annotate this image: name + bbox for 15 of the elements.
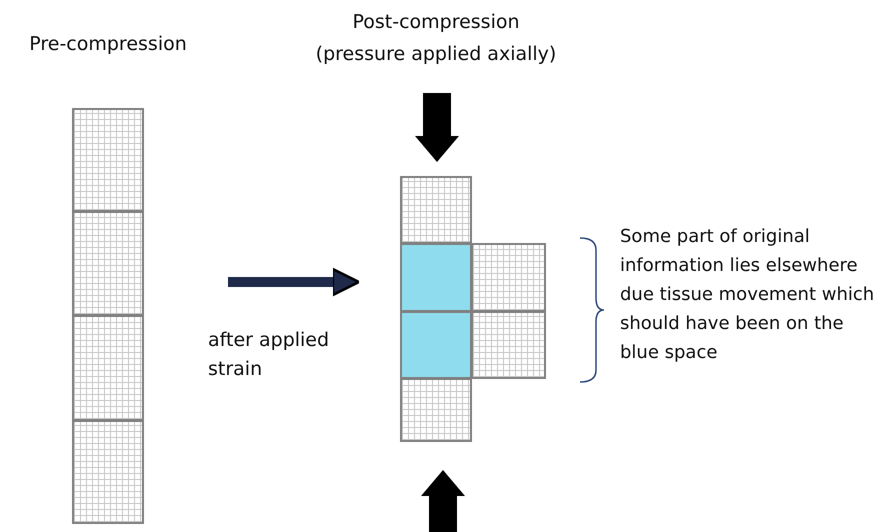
- grid-cell: [400, 311, 472, 379]
- edge-label: after applied strain: [208, 328, 330, 382]
- grid-cell: [400, 243, 472, 312]
- grid-cell: [72, 315, 144, 421]
- grid-cell: [400, 176, 472, 244]
- column-heading: Pre-compression: [28, 32, 188, 57]
- grid-cell: [72, 211, 144, 316]
- grid-cell: [72, 108, 144, 212]
- note-text: Some part of original information lies elsewhere due tissue movement which should have been on the blue space: [620, 225, 876, 365]
- grid-cell: [400, 378, 472, 442]
- grid-cell: [471, 243, 546, 312]
- arrow: [228, 268, 360, 296]
- grid-cell: [72, 420, 144, 524]
- grid-cell: [471, 311, 546, 379]
- column-heading: Post-compression (pressure applied axially): [314, 10, 558, 67]
